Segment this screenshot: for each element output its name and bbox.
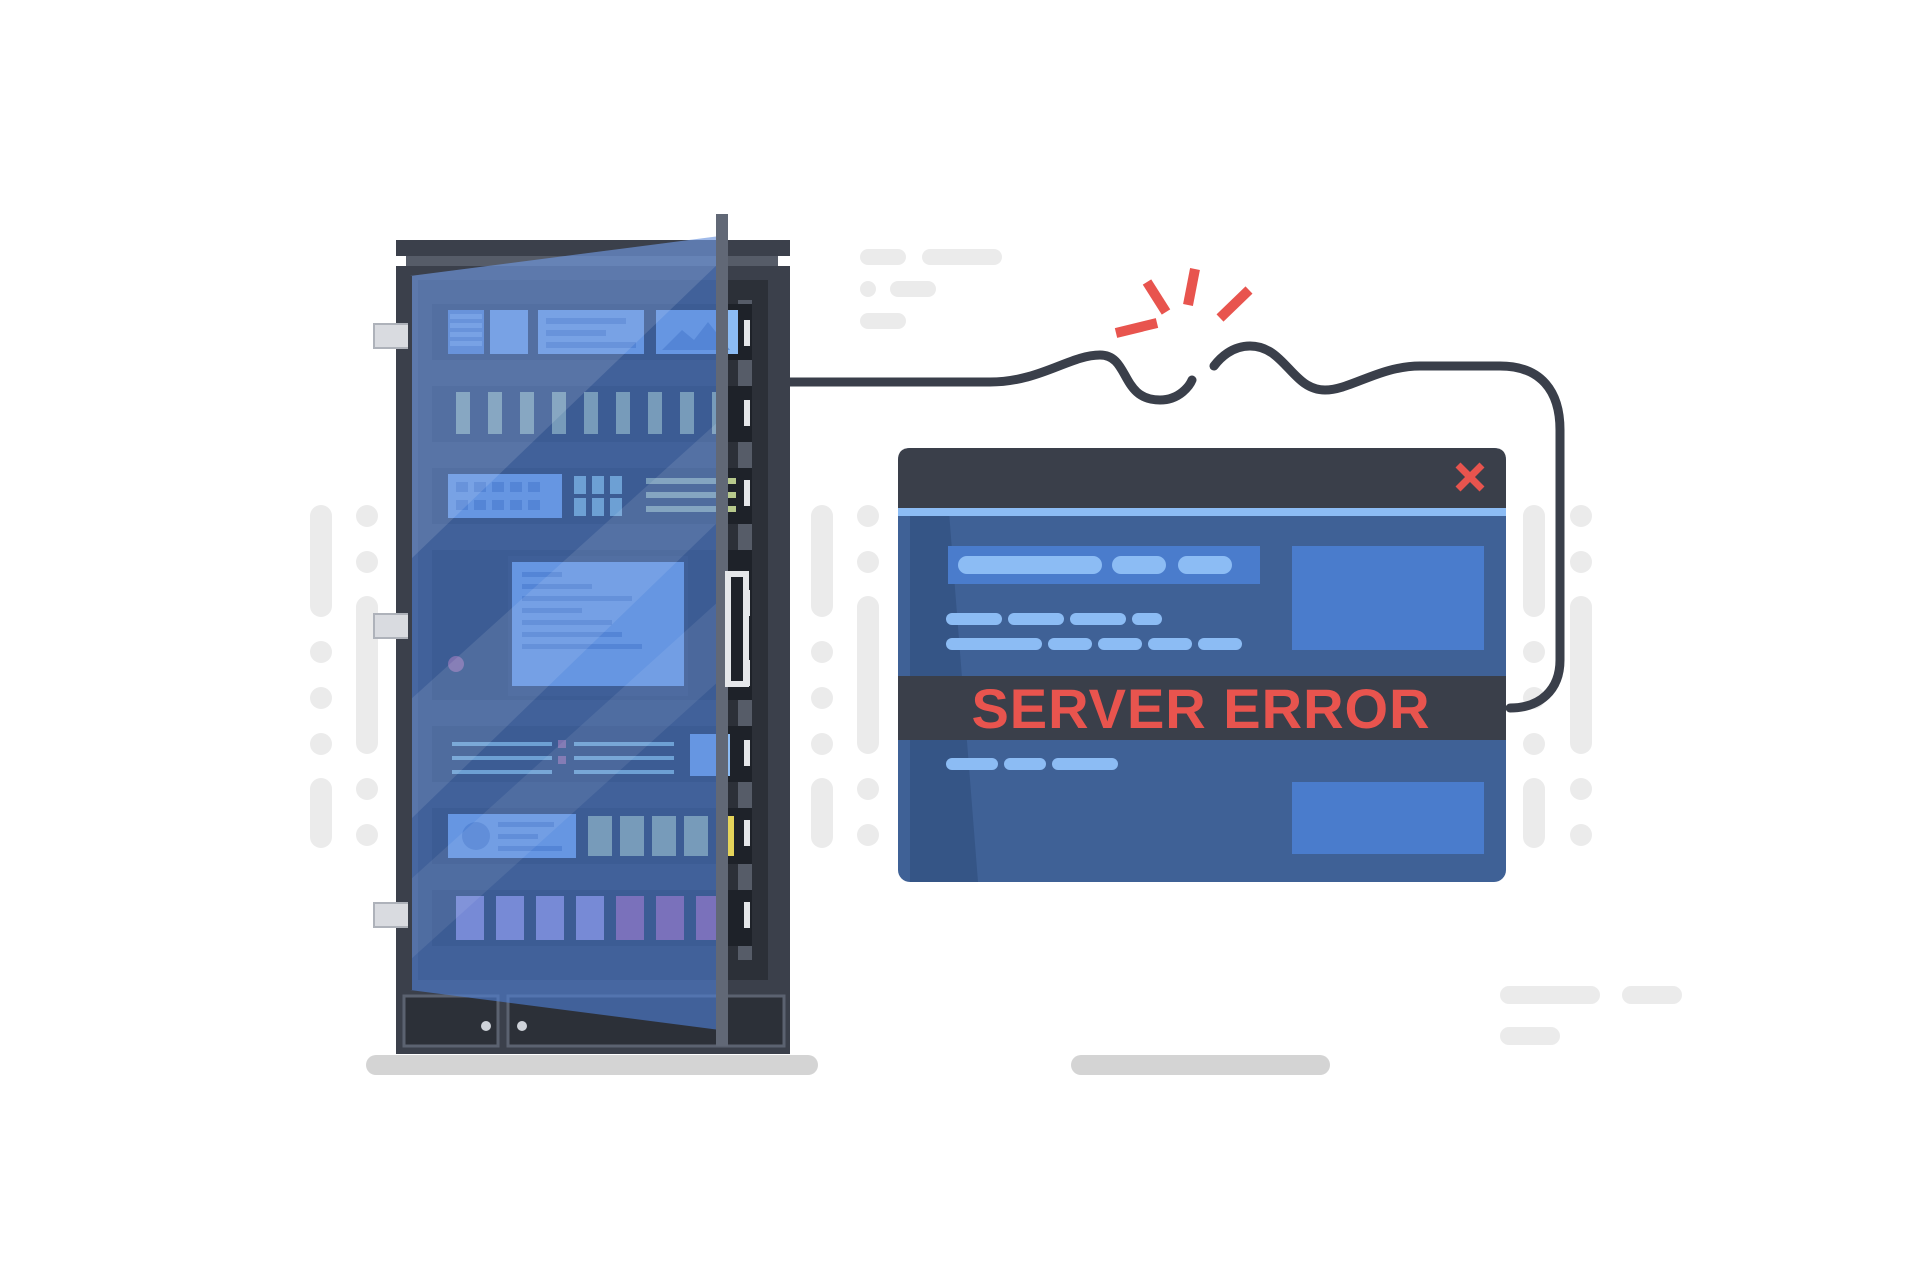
broken-cable-icon [785,341,1565,713]
error-banner [898,676,1506,740]
close-x-icon[interactable] [1455,462,1485,492]
window-ground-shadow [1071,1055,1330,1075]
error-window: SERVER ERROR [898,448,1506,882]
window-shadow-strip [910,448,978,882]
background-decor [310,249,1682,1045]
server-rack-icon [373,214,790,1054]
window-panel-top [1292,546,1484,650]
spark-lines-icon [1114,268,1253,338]
window-panel-bottom [1292,782,1484,854]
rack-ground-shadow [366,1055,818,1075]
error-banner-text: SERVER ERROR [971,677,1430,740]
